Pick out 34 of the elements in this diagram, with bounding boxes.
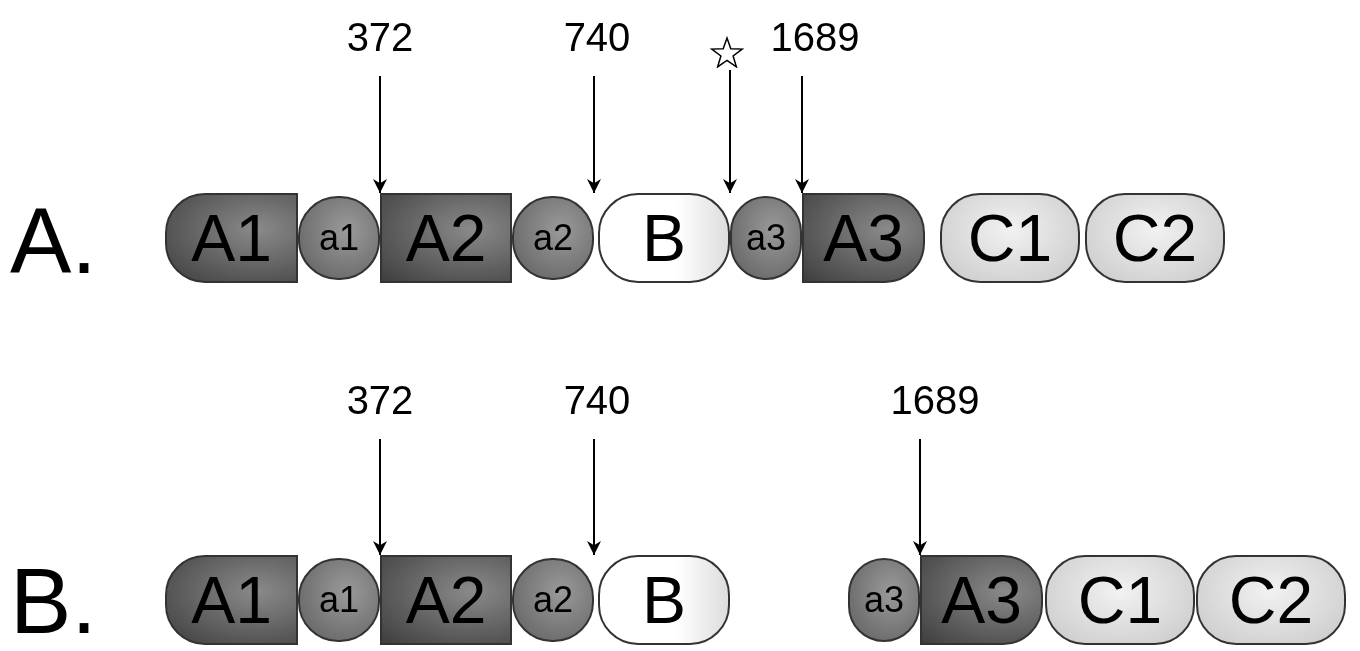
domain-box: A3 [920,555,1043,645]
panel-label: A. [10,195,97,287]
domain-box: C2 [1085,193,1225,283]
position-label: 740 [562,375,632,425]
arrow [587,438,601,556]
position-label: 1689 [885,375,985,425]
domain-box: C1 [1045,555,1195,645]
position-label: 372 [345,12,415,62]
subdomain-box: a1 [298,196,380,280]
arrow [373,75,387,194]
arrow [723,69,737,194]
subdomain-box: a2 [512,196,594,280]
domain-box: C1 [940,193,1080,283]
subdomain-box: a2 [512,558,594,642]
arrow [587,75,601,194]
position-label: 372 [345,375,415,425]
domain-box: A1 [165,555,298,645]
domain-box: C2 [1196,555,1346,645]
subdomain-box: a3 [730,196,802,280]
star-icon [708,36,746,68]
subdomain-box: a1 [298,558,380,642]
domain-box: A2 [380,193,512,283]
arrow [795,75,809,194]
domain-box: A2 [380,555,512,645]
subdomain-box: a3 [848,558,920,642]
position-label: 740 [562,12,632,62]
domain-box: B [598,555,730,645]
domain-box: A3 [802,193,925,283]
domain-box: B [598,193,730,283]
arrow [373,438,387,556]
arrow [913,438,927,556]
panel-label: B. [10,555,97,647]
domain-box: A1 [165,193,298,283]
position-label: 1689 [765,12,865,62]
